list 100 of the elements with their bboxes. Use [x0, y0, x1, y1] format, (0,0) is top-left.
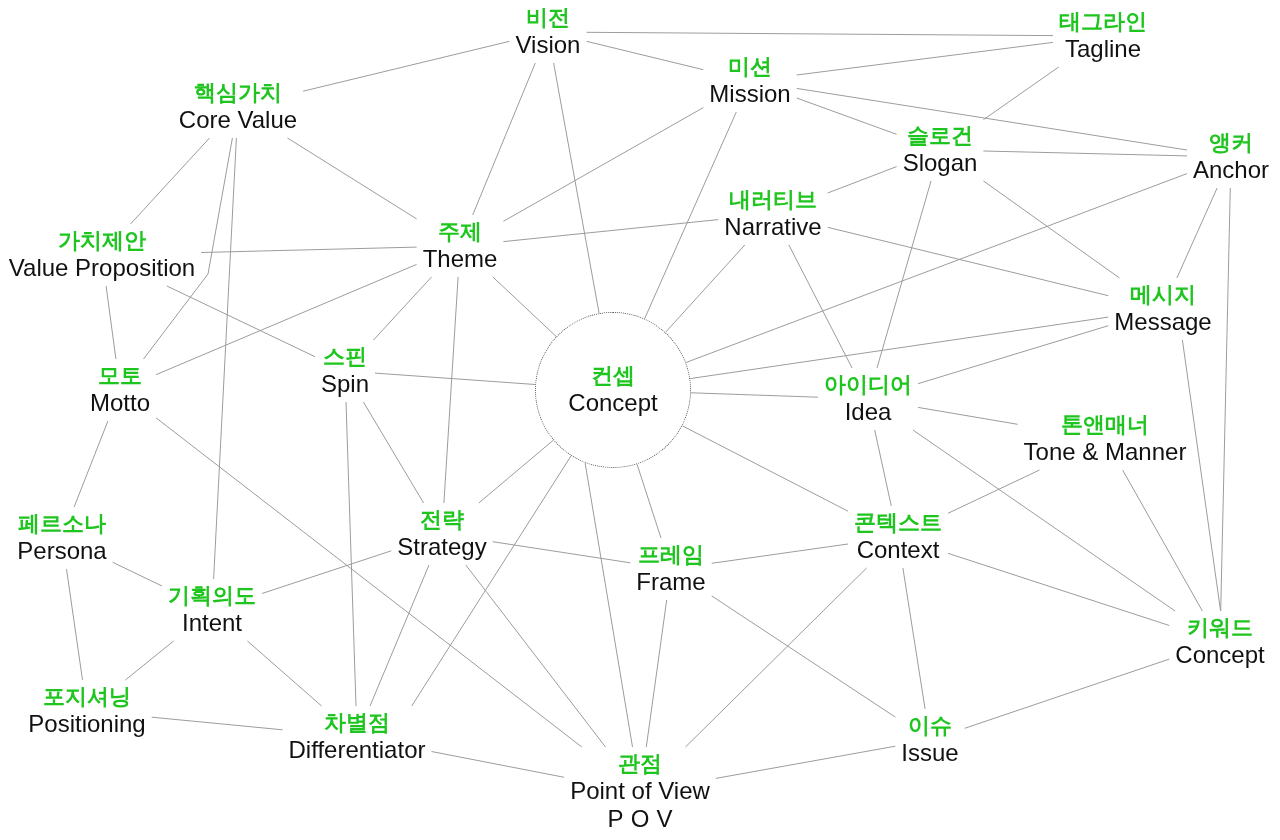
connector-line [584, 462, 633, 748]
english-term: Positioning [28, 710, 146, 738]
connector-line [155, 263, 418, 376]
korean-term: 관점 [618, 751, 662, 777]
connector-line [947, 552, 1170, 626]
english-term: Anchor [1193, 156, 1269, 184]
korean-term: 주제 [438, 219, 482, 245]
english-term: Idea [844, 398, 892, 426]
korean-term: 차별점 [324, 710, 390, 736]
korean-term: 톤앤매너 [1061, 412, 1149, 438]
english-term: Intent [181, 609, 242, 637]
connector-line [492, 276, 557, 337]
connector-line [502, 219, 719, 243]
connector-line [982, 150, 1188, 157]
english-term: Slogan [902, 149, 978, 177]
connector-line [715, 745, 896, 779]
english-term: Narrative [724, 213, 822, 241]
korean-term: 비전 [526, 5, 570, 31]
connector-line [917, 406, 1019, 425]
connector-line [586, 40, 704, 71]
english-term: Persona [17, 537, 107, 565]
connector-line [166, 285, 316, 358]
connector-line [151, 716, 283, 731]
connector-line [876, 180, 932, 369]
connector-line [644, 111, 737, 320]
english-term: Context [856, 536, 940, 564]
english-term: Theme [422, 245, 498, 273]
connector-line [246, 640, 323, 707]
connector-line [1176, 187, 1218, 279]
connector-line [917, 325, 1109, 385]
connector-line [105, 285, 117, 360]
korean-term: 슬로건 [907, 123, 973, 149]
connector-line [685, 567, 868, 748]
english-term: Strategy [397, 533, 487, 561]
korean-term: 가치제안 [58, 228, 146, 254]
english-term: Core Value [178, 106, 298, 134]
english-term: Tagline [1064, 35, 1142, 63]
connector-line [586, 31, 1054, 37]
connector-line [411, 455, 572, 707]
connector-line [66, 568, 83, 681]
connector-line [796, 97, 898, 135]
connector-line [827, 166, 898, 194]
connector-line [213, 137, 237, 580]
connector-line [261, 550, 392, 594]
english-term: Value Proposition [8, 254, 196, 282]
connector-line [155, 417, 583, 748]
english-term: Vision [515, 31, 581, 59]
korean-term: 모토 [98, 363, 142, 389]
connector-line [465, 564, 606, 748]
connector-line [690, 392, 819, 398]
english-term: Message [1114, 308, 1212, 336]
korean-term: 키워드 [1187, 615, 1253, 641]
korean-term: 앵커 [1209, 130, 1253, 156]
connector-line [982, 180, 1120, 279]
connector-line [788, 244, 853, 369]
connector-line [369, 564, 430, 707]
connector-line [502, 107, 704, 222]
korean-term: 전략 [420, 507, 464, 533]
connector-line [827, 226, 1109, 297]
connector-line [374, 372, 536, 385]
english-term: Tone & Manner [1023, 438, 1187, 466]
korean-term: 아이디어 [824, 372, 912, 398]
english-term: Concept [1175, 641, 1265, 669]
connector-line [373, 276, 432, 341]
korean-term: 컨셉 [591, 363, 635, 389]
english-term: Concept [568, 389, 658, 417]
connector-line [478, 439, 554, 504]
connector-line [443, 276, 459, 504]
english-term: Issue [901, 739, 959, 767]
korean-term: 페르소나 [18, 511, 106, 537]
connector-line [964, 658, 1170, 729]
connector-line [681, 425, 849, 512]
english-term: Frame [636, 568, 706, 596]
connector-line [362, 401, 425, 504]
connector-line [689, 316, 1109, 380]
korean-term: 미션 [728, 54, 772, 80]
connector-line [492, 541, 631, 564]
korean-term: 메시지 [1130, 282, 1196, 308]
connector-line [711, 595, 896, 718]
korean-term: 포지셔닝 [43, 684, 131, 710]
korean-term: 프레임 [638, 542, 704, 568]
connector-line [200, 246, 418, 253]
connector-line [711, 543, 849, 564]
connector-line [796, 41, 1054, 76]
korean-term: 내러티브 [729, 187, 817, 213]
connector-line [143, 137, 233, 360]
korean-term: 이슈 [908, 713, 952, 739]
connector-line [874, 429, 892, 507]
connector-line [130, 137, 210, 225]
connector-line [345, 401, 357, 707]
connector-line [287, 137, 418, 220]
connector-line [553, 62, 600, 314]
connector-line [685, 173, 1188, 363]
connector-line [636, 463, 662, 539]
korean-term: 콘텍스트 [854, 510, 942, 536]
abbreviation: POV [606, 805, 680, 833]
connector-line [73, 420, 109, 508]
connector-line [982, 66, 1060, 121]
english-term: Motto [90, 389, 150, 417]
english-term: Point of View [570, 777, 710, 805]
